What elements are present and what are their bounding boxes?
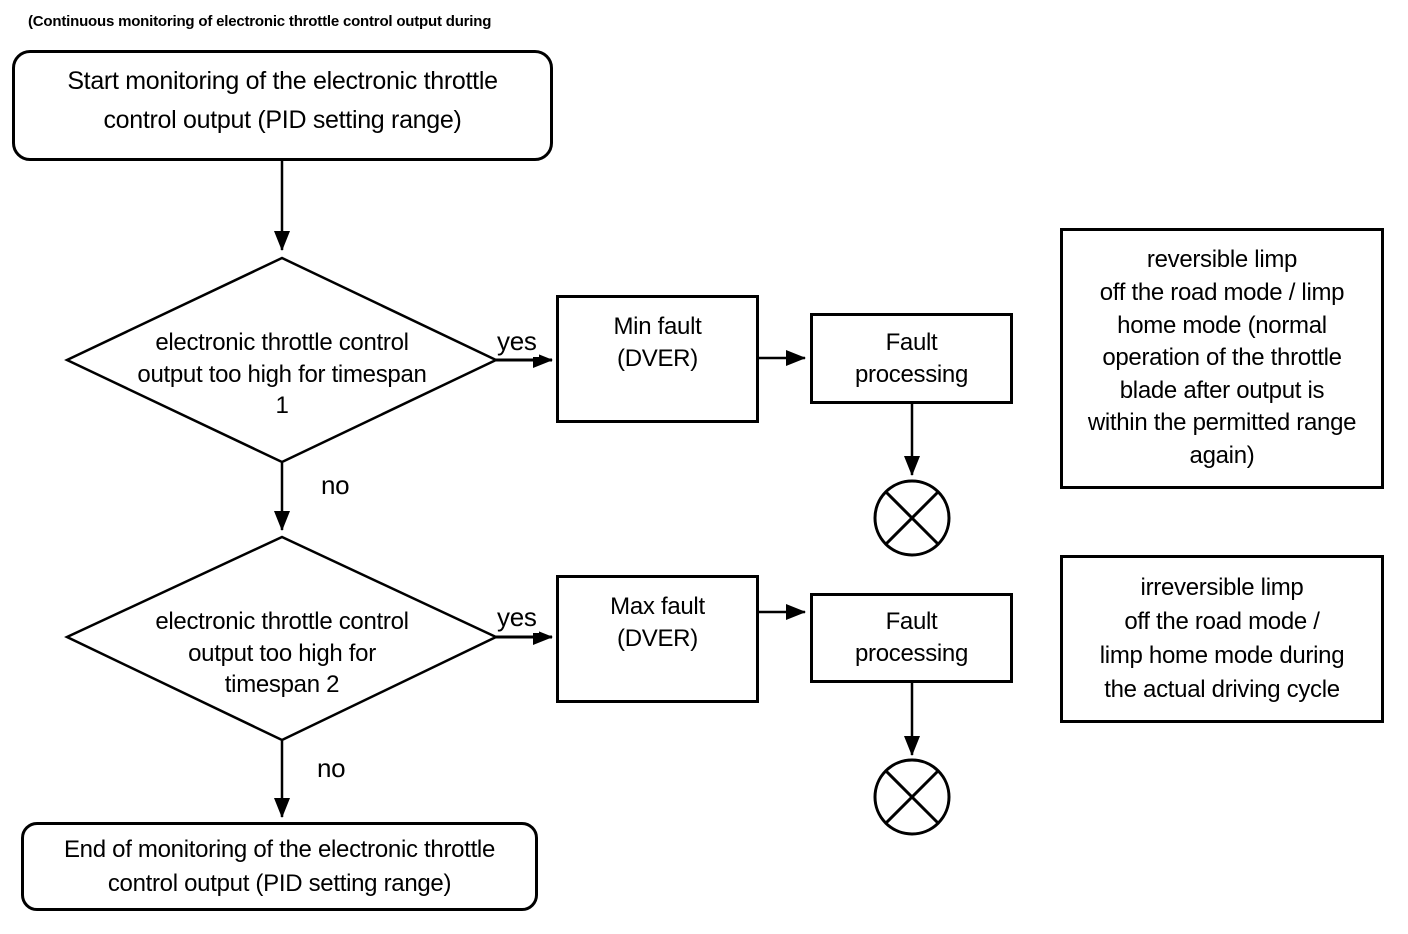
fault-processing1-node: Fault processing: [810, 313, 1013, 404]
start-node: Start monitoring of the electronic throt…: [12, 50, 553, 161]
decision1-label: electronic throttle control output too h…: [137, 329, 427, 420]
decision1-diamond: [64, 256, 499, 464]
irreversible-limp-note: irreversible limp off the road mode / li…: [1060, 555, 1384, 723]
decision2-label: electronic throttle control output too h…: [155, 608, 409, 699]
max-fault-node: Max fault (DVER): [556, 575, 759, 703]
edge-label-no1: no: [319, 470, 352, 501]
diagram-caption: (Continuous monitoring of electronic thr…: [28, 13, 492, 30]
edge-label-no2: no: [315, 753, 348, 784]
terminator-circle-x-icon: [873, 758, 951, 836]
terminator-circle-x-icon: [873, 479, 951, 557]
reversible-limp-note: reversible limp off the road mode / limp…: [1060, 228, 1384, 489]
edge-label-yes2: yes: [495, 602, 539, 633]
decision2-diamond: [64, 535, 499, 742]
min-fault-node: Min fault (DVER): [556, 295, 759, 423]
end-node: End of monitoring of the electronic thro…: [21, 822, 538, 911]
fault-processing2-node: Fault processing: [810, 593, 1013, 683]
edge-label-yes1: yes: [495, 326, 539, 357]
